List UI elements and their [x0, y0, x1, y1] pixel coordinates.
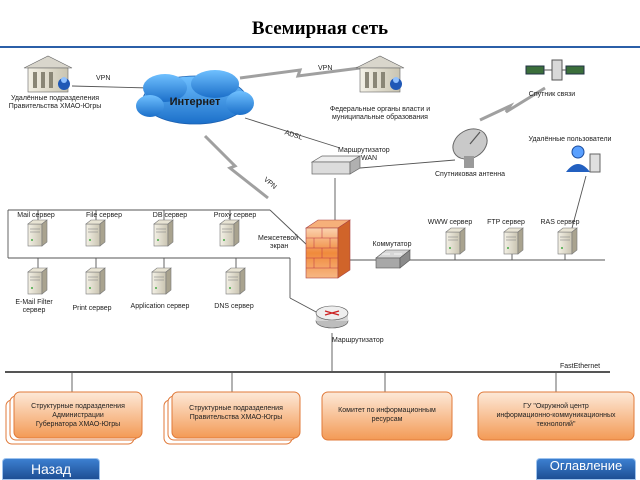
federal-label-1: Федеральные органы власти и [330, 106, 430, 113]
email-filter-server-icon [27, 267, 48, 295]
satellite-icon [525, 59, 585, 81]
fast-ethernet-label: FastEthernet [560, 363, 600, 370]
committee-box-line-2: ресурсам [372, 416, 403, 423]
www-server-icon [445, 227, 466, 255]
router-wan-label-2: WAN [361, 155, 377, 162]
application-server-label: Application сервер [131, 303, 190, 310]
router-wan-label-1: Маршрутизатор [338, 147, 390, 154]
table-of-contents-button[interactable]: Оглавление [536, 458, 636, 480]
center-box-line-3: технологий" [537, 420, 576, 428]
remote-gov-label-2: Правительства ХМАО-Югры [9, 103, 102, 110]
router-label: Маршрутизатор [332, 337, 384, 344]
file-server-label: File сервер [86, 212, 122, 219]
firewall-icon [305, 219, 351, 279]
switch-icon [375, 249, 411, 269]
mail-server-label: Mail сервер [17, 212, 55, 219]
internet-label: Интернет [170, 96, 221, 108]
firewall-label-1: Межсетевой [258, 234, 298, 242]
admin-box-line-3: Губернатора ХМАО-Югры [36, 420, 120, 428]
satellite-antenna-icon [452, 128, 488, 168]
center-box-line-1: ГУ "Окружной центр [523, 402, 589, 410]
ftp-server-icon [503, 227, 524, 255]
ras-server-icon [557, 227, 578, 255]
admin-box-line-2: Администрации [52, 412, 104, 419]
title-divider [0, 46, 640, 48]
print-server-icon [85, 267, 106, 295]
mail-server-icon [27, 219, 48, 247]
remote-user-icon [566, 145, 601, 173]
db-server-label: DB сервер [153, 212, 187, 219]
vpn-top-label: VPN [96, 75, 110, 82]
print-server-label: Print сервер [72, 305, 111, 312]
vpn-mid-label: VPN [318, 65, 332, 72]
application-server-icon [151, 267, 172, 295]
ict-center-box: ГУ "Окружной центр информационно-коммуни… [477, 391, 635, 441]
center-box-line-2: информационно-коммуникационных [497, 412, 616, 419]
remote-gov-building-icon [23, 55, 73, 93]
ras-server-label: RAS сервер [540, 219, 579, 226]
dns-server-icon [225, 267, 246, 295]
vpn-links [203, 66, 546, 200]
switch-label: Коммутатор [373, 241, 412, 248]
satellite-label: Спутник связи [529, 91, 575, 98]
file-server-icon [85, 219, 106, 247]
admin-departments-box: Структурные подразделения Администрации … [5, 391, 143, 445]
admin-box-line-1: Структурные подразделения [31, 403, 125, 410]
federal-building-icon [355, 55, 405, 93]
committee-box-line-1: Комитет по информационным [338, 407, 436, 414]
email-filter-label-2: сервер [23, 307, 46, 314]
govt-box-line-1: Структурные подразделения [189, 405, 283, 412]
www-server-label: WWW сервер [428, 219, 473, 226]
govt-box-line-2: Правительства ХМАО-Югры [190, 414, 283, 421]
proxy-server-label: Proxy сервер [214, 212, 257, 219]
back-button[interactable]: Назад [2, 458, 100, 480]
internet-cloud: Интернет [136, 70, 254, 125]
govt-departments-box: Структурные подразделения Правительства … [163, 391, 301, 445]
dns-server-label: DNS сервер [214, 303, 254, 310]
committee-box: Комитет по информационным ресурсам [321, 391, 453, 441]
satellite-antenna-label: Спутниковая антенна [435, 171, 505, 178]
network-diagram: Интернет Удалённые подразделения Правите… [5, 55, 635, 445]
federal-label-2: муниципальные образования [332, 113, 428, 121]
remote-gov-label-1: Удалённые подразделения [11, 95, 99, 102]
proxy-server-icon [219, 219, 240, 247]
firewall-label-2: экран [270, 243, 288, 250]
vpn-bottom-label: VPN [262, 176, 278, 191]
email-filter-label-1: E-Mail Filter [15, 299, 53, 306]
db-server-icon [153, 219, 174, 247]
remote-users-label: Удалённые пользователи [529, 136, 612, 143]
page-title: Всемирная сеть [251, 18, 389, 39]
ftp-server-label: FTP сервер [487, 219, 525, 226]
router-icon [315, 305, 349, 329]
adsl-label: ADSL [284, 129, 304, 141]
router-wan-icon [310, 155, 362, 175]
